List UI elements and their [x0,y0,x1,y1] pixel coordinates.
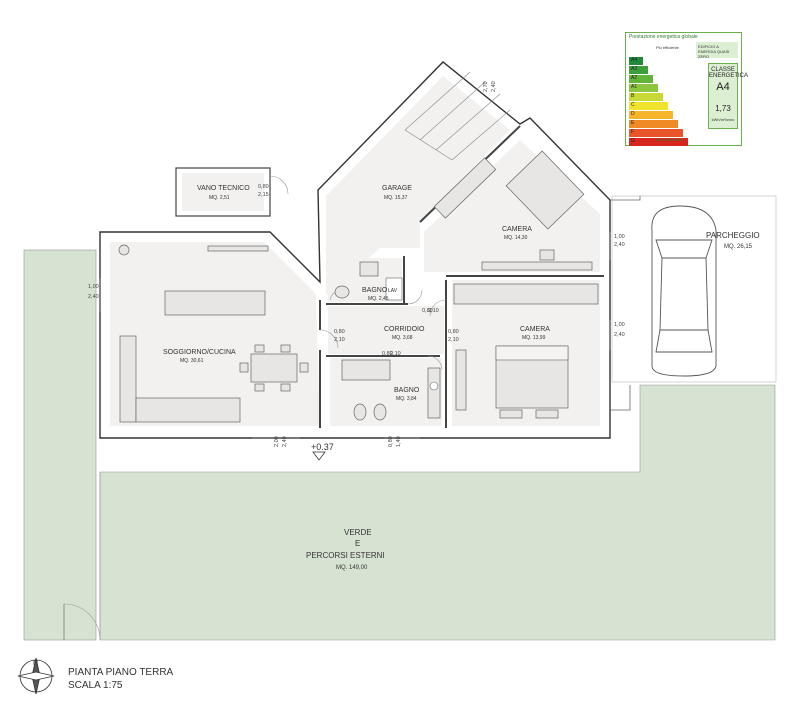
camera-top-area: MQ. 14,30 [504,235,528,241]
energy-bar-d: D [629,111,673,119]
plan-caption: PIANTA PIANO TERRA SCALA 1:75 [68,666,173,692]
dim-entry-1: 2,00 [274,436,280,447]
energy-bar-e: E [629,120,678,128]
energy-bar-a3: A3 [629,66,648,74]
energy-bar-label: G [631,138,635,144]
energy-bar-c: C [629,102,668,110]
energy-bar-label: C [631,102,635,108]
dim-left-1: 1,00 [88,284,99,290]
camera-top-label: CAMERA [502,226,532,233]
camera-right-area: MQ. 13,99 [522,335,546,341]
energy-bar-label: F [631,129,635,135]
garage-area: MQ. 15,37 [384,195,408,201]
energy-unit: kWh/m²anno [711,117,735,122]
parcheggio-area: MQ. 26,15 [724,244,753,250]
dim-corr-r1: 0,80 [448,329,459,335]
energy-certificate: Prestazione energetica globale Più effic… [625,32,749,147]
garage-label: GARAGE [382,185,412,192]
dim-left-2: 2,40 [88,294,99,300]
corridoio-area: MQ. 3,68 [392,335,413,341]
garden-left-strip [23,249,97,641]
camera-top-floor [424,140,600,272]
elevation-label: +0.37 [311,442,334,452]
energy-footer: Meno efficiente [656,137,684,142]
dim-bath-1: 0,80 [388,436,394,447]
energy-bar-label: D [631,111,635,117]
energy-class-title: CLASSE ENERGETICA [709,67,749,79]
lav-label: LAV [388,288,398,294]
dim-corr-r2: 2,10 [448,337,459,343]
energy-bar-a2: A2 [629,75,653,83]
soggiorno-area: MQ. 30,61 [180,358,204,364]
dim-corr-l2: 2,10 [428,308,439,314]
parcheggio-label: PARCHEGGIO [706,231,760,240]
bagno-small-label: BAGNO [362,287,388,294]
wardrobe-right [453,283,599,305]
dining-table [250,353,298,383]
verde-line1: VERDE [344,528,372,537]
kitchen-bottom [135,397,241,423]
kitchen-counter [119,335,137,423]
energy-bar-f: F [629,129,683,137]
energy-value: 1,73 [715,104,731,113]
dim-garage-1: 2,70 [483,81,489,92]
dim-garage-2: 2,40 [491,81,497,92]
shower [341,359,391,381]
sofa [164,290,266,316]
dim-sogg-2: 2,10 [334,337,345,343]
energy-bar-label: A4 [631,57,638,63]
energy-bar-a1: A1 [629,84,658,92]
corridoio-label: CORRIDOIO [384,326,425,333]
energy-top-box: EDIFICIO A ENERGIA QUASI ZERO [696,42,738,59]
energy-bar-label: A3 [631,66,638,72]
bagno-small-area: MQ. 2,45 [368,296,389,302]
energy-bar-b: B [629,93,663,101]
energy-header: Prestazione energetica globale [629,34,698,40]
bed-top [505,150,585,230]
energy-bar-label: B [631,93,635,99]
north-label: N [33,660,38,667]
dim-camtop-2: 2,40 [614,242,625,248]
energy-bar-label: E [631,120,635,126]
dim-sogg-1: 0,80 [334,329,345,335]
dim-camright-2: 2,40 [614,332,625,338]
caption-title: PIANTA PIANO TERRA [68,667,174,678]
corridoio-floor [328,306,444,354]
soggiorno-label: SOGGIORNO/CUCINA [163,349,236,356]
energy-bar-g: G [629,138,688,146]
dim-bagno-1: 0,80 [382,351,393,357]
energy-bar-a4: A4 [629,57,643,65]
dim-entry-2: 2,40 [282,436,288,447]
dim-corr-l1: 0,80 [422,308,433,314]
verde-line3: PERCORSI ESTERNI [306,551,385,560]
caption-scale: SCALA 1:75 [68,680,123,691]
energy-top-note: Più efficiente [656,45,679,50]
north-arrow-icon [17,657,55,695]
bagno-main-label: BAGNO [394,387,420,394]
energy-class-value: A4 [716,81,730,93]
energy-bar-label: A2 [631,75,638,81]
verde-line2: E [355,539,360,548]
parking-area [611,195,777,383]
energy-bar-label: A1 [631,84,638,90]
garage-floor [326,76,510,296]
dim-vano-2: 2,15 [258,192,269,198]
dim-bath-2: 1,40 [396,436,402,447]
dim-camright-1: 1,00 [614,322,625,328]
vano-tecnico-area: MQ. 2,51 [209,195,230,201]
car-icon [651,205,717,377]
dim-camtop-1: 1,00 [614,234,625,240]
vano-tecnico-label: VANO TECNICO [197,185,250,192]
camera-right-label: CAMERA [520,326,550,333]
bagno-main-area: MQ. 3,84 [396,396,417,402]
wardrobe-top [433,157,497,219]
verde-area: MQ. 149,00 [336,565,368,571]
dim-vano-1: 0,80 [258,184,269,190]
energy-class-box: CLASSE ENERGETICA A4 1,73 kWh/m²anno [708,63,749,129]
dim-bagno-2: 2,10 [390,351,401,357]
